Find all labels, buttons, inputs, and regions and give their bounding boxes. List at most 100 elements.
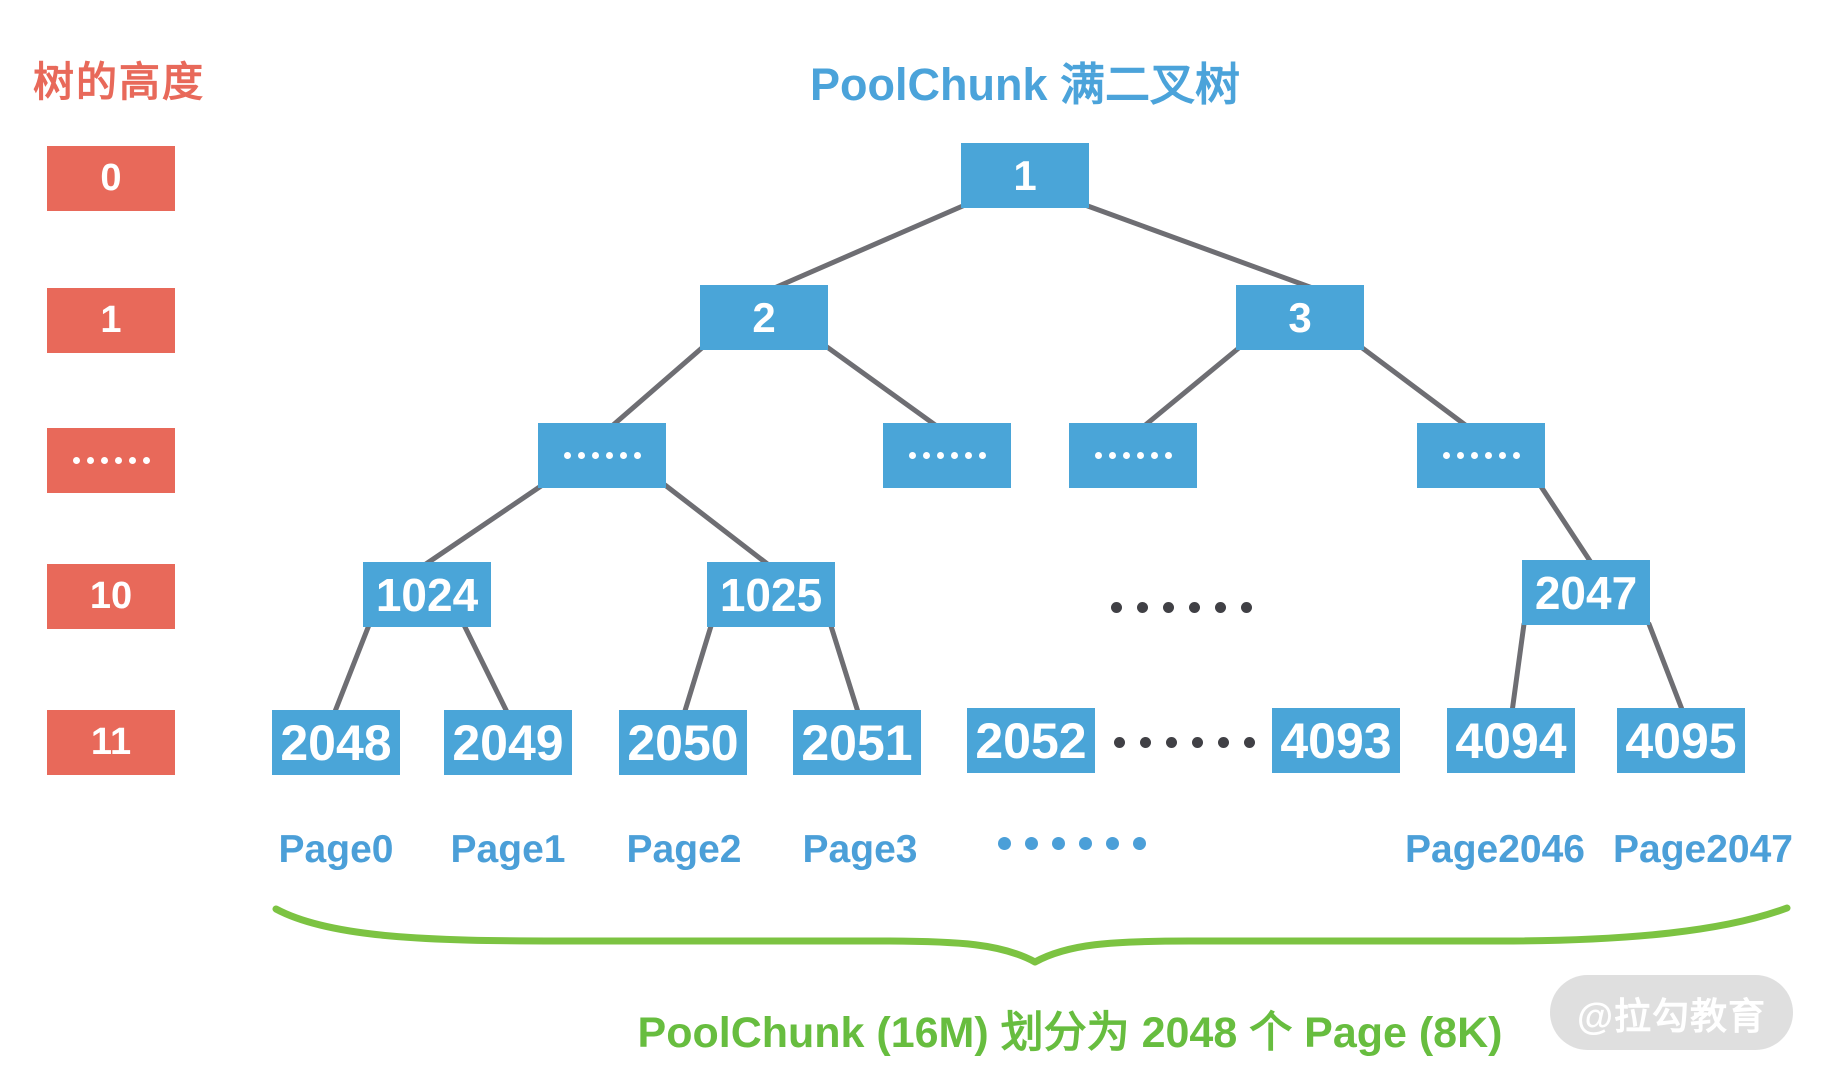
dot — [1110, 601, 1122, 613]
dot — [978, 452, 986, 459]
page-label-page2046: Page2046 — [1405, 828, 1585, 871]
dot — [922, 452, 930, 459]
group-brace — [272, 904, 1791, 966]
dot — [563, 452, 571, 459]
dot — [1442, 452, 1450, 459]
tree-edge-3-…… — [1140, 344, 1243, 430]
dot — [1164, 452, 1172, 459]
dot — [1108, 452, 1116, 459]
dot — [142, 457, 150, 464]
height-label-0: 0 — [47, 146, 175, 211]
tree-node-3: 3 — [1236, 285, 1364, 350]
tree-edge-1-3 — [1082, 202, 1321, 293]
tree-edge-2047-4095 — [1646, 621, 1686, 715]
page-label-page3: Page3 — [802, 828, 918, 871]
dot — [577, 452, 585, 459]
tree-edge-1024-2049 — [461, 622, 510, 715]
bottom-caption: PoolChunk (16M) 划分为 2048 个 Page (8K) — [637, 1009, 1503, 1057]
dot — [1191, 736, 1203, 748]
page-label-page1: Page1 — [450, 828, 566, 871]
dot — [950, 452, 958, 459]
tree-node-1: 1 — [961, 143, 1089, 208]
tree-edge-……-2047 — [1537, 482, 1595, 567]
tree-node-2047: 2047 — [1522, 560, 1650, 625]
tree-edge-3-…… — [1358, 344, 1471, 430]
dot — [964, 452, 972, 459]
page-label-page2047: Page2047 — [1613, 828, 1793, 871]
ellipsis-dots — [72, 457, 150, 464]
tree-node-2048: 2048 — [272, 710, 400, 775]
tree-node-4095: 4095 — [1617, 708, 1745, 773]
page-title: PoolChunk 满二叉树 — [810, 59, 1240, 110]
tree-node-1024: 1024 — [363, 562, 491, 627]
tree-node-2052: 2052 — [967, 708, 1095, 773]
dot — [1025, 836, 1038, 850]
tree-edge-1025-2050 — [681, 623, 714, 717]
dot — [1498, 452, 1506, 459]
height-label-10: 10 — [47, 564, 175, 629]
page-label-page2: Page2 — [626, 828, 742, 871]
tree-height-title: 树的高度 — [33, 59, 205, 105]
tree-edge-1025-2051 — [828, 623, 861, 715]
dot — [1243, 736, 1255, 748]
dot — [1052, 836, 1065, 850]
tree-edge-2047-4094 — [1509, 621, 1527, 715]
dot — [1106, 836, 1119, 850]
ellipsis-dots — [908, 452, 986, 459]
dot — [1165, 736, 1177, 748]
height-label-ellipsis — [47, 428, 175, 493]
ellipsis-dots — [563, 452, 641, 459]
dot — [936, 452, 944, 459]
tree-node-2: 2 — [700, 285, 828, 350]
dot — [1150, 452, 1158, 459]
tree-node-1025: 1025 — [707, 562, 835, 627]
tree-edge-2-…… — [824, 344, 941, 430]
dot — [1122, 452, 1130, 459]
watermark-badge: @拉勾教育 — [1550, 975, 1793, 1050]
dot — [1217, 736, 1229, 748]
tree-node-ellipsis-e2 — [883, 423, 1011, 488]
dot — [114, 457, 122, 464]
dot — [1113, 736, 1125, 748]
dot — [1456, 452, 1464, 459]
height-label-1: 1 — [47, 288, 175, 353]
page-ellipsis — [998, 836, 1146, 850]
page-label-page0: Page0 — [278, 828, 394, 871]
dot — [1139, 736, 1151, 748]
dot — [605, 452, 613, 459]
dot — [1133, 836, 1146, 850]
tree-edge-2-…… — [609, 344, 706, 429]
dot — [1079, 836, 1092, 850]
dot — [998, 836, 1011, 850]
dot — [591, 452, 599, 459]
dot — [1162, 601, 1174, 613]
tree-node-4093: 4093 — [1272, 708, 1400, 773]
dot — [619, 452, 627, 459]
dot — [1094, 452, 1102, 459]
level10-ellipsis — [1110, 601, 1252, 613]
tree-node-2051: 2051 — [793, 710, 921, 775]
dot — [128, 457, 136, 464]
dot — [1188, 601, 1200, 613]
ellipsis-dots — [1442, 452, 1520, 459]
tree-edge-1024-2048 — [331, 622, 372, 717]
dot — [100, 457, 108, 464]
tree-node-2050: 2050 — [619, 710, 747, 775]
dot — [1484, 452, 1492, 459]
dot — [86, 457, 94, 464]
dot — [1240, 601, 1252, 613]
dot — [72, 457, 80, 464]
ellipsis-dots — [1094, 452, 1172, 459]
height-label-11: 11 — [47, 710, 175, 775]
tree-edge-……-1024 — [420, 483, 544, 569]
dot — [633, 452, 641, 459]
tree-node-2049: 2049 — [444, 710, 572, 775]
dot — [1512, 452, 1520, 459]
tree-edge-……-1025 — [662, 482, 773, 569]
dot — [1136, 452, 1144, 459]
tree-node-ellipsis-e1 — [538, 423, 666, 488]
tree-node-4094: 4094 — [1447, 708, 1575, 773]
dot — [1136, 601, 1148, 613]
